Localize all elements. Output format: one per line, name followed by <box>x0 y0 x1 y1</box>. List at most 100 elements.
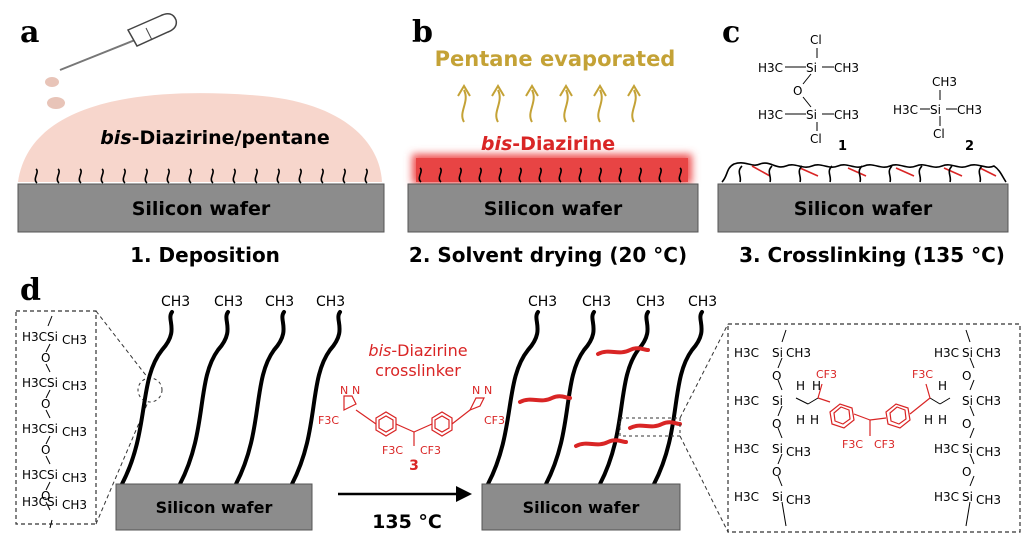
svg-text:H3C: H3C <box>893 103 918 117</box>
svg-text:H: H <box>938 413 947 427</box>
polymer-brush-left <box>120 310 342 486</box>
panel-a: a bis-Diazirine/pentane Silicon wafer 1.… <box>17 13 385 267</box>
svg-text:CH3: CH3 <box>688 294 717 310</box>
svg-text:F3C: F3C <box>842 438 863 451</box>
svg-text:O: O <box>962 417 971 431</box>
panel-c: c Cl H3C Si CH3 O H3C Si CH3 Cl 1 CH3 H3… <box>717 15 1009 267</box>
svg-text:CH3: CH3 <box>62 425 87 439</box>
svg-text:Si: Si <box>47 376 58 390</box>
svg-text:N: N <box>472 384 480 397</box>
vapor-arrows <box>457 84 641 123</box>
wafer-label: Silicon wafer <box>132 198 271 220</box>
svg-text:Si: Si <box>962 394 973 408</box>
step-label: 1. Deposition <box>130 243 280 267</box>
crosslinked-structure-red-atoms: CF3 F3C F3C CF3 <box>816 368 933 451</box>
svg-text:CH3: CH3 <box>62 471 87 485</box>
wafer-label: Silicon wafer <box>523 498 640 517</box>
svg-text:H3C: H3C <box>22 495 47 509</box>
svg-text:O: O <box>793 84 802 98</box>
svg-text:O: O <box>772 369 781 383</box>
svg-text:N: N <box>484 384 492 397</box>
panel-label-c: c <box>722 15 740 50</box>
svg-text:H3C: H3C <box>758 61 783 75</box>
silicon-wafer-right <box>481 483 681 531</box>
svg-text:CH3: CH3 <box>214 294 243 310</box>
svg-text:Si: Si <box>47 330 58 344</box>
crosslinker-3-structure <box>343 395 485 446</box>
svg-text:H3C: H3C <box>22 330 47 344</box>
svg-text:Cl: Cl <box>810 33 822 47</box>
reaction-condition: 135 °C <box>372 511 442 533</box>
svg-text:Si: Si <box>806 108 817 122</box>
svg-text:CH3: CH3 <box>161 294 190 310</box>
droplet <box>47 97 65 109</box>
svg-text:Si: Si <box>47 422 58 436</box>
chain-end-labels-left: CH3 CH3 CH3 CH3 <box>161 294 345 310</box>
panel-label-b: b <box>412 15 433 50</box>
svg-text:H3C: H3C <box>934 346 959 360</box>
panel-label-a: a <box>20 15 39 50</box>
svg-text:Si: Si <box>930 103 941 117</box>
svg-text:Cl: Cl <box>810 132 822 146</box>
compound-1-structure: Cl H3C Si CH3 O H3C Si CH3 Cl <box>758 33 859 146</box>
svg-text:H: H <box>796 379 805 393</box>
svg-text:O: O <box>41 397 50 411</box>
svg-text:H: H <box>812 379 821 393</box>
svg-text:Si: Si <box>962 442 973 456</box>
svg-text:CF3: CF3 <box>484 414 505 427</box>
layer-label: bis-Diazirine <box>481 133 615 155</box>
svg-text:CH3: CH3 <box>62 333 87 347</box>
compound-2-structure: CH3 H3C Si CH3 Cl <box>893 75 982 141</box>
step-label: 3. Crosslinking (135 °C) <box>739 243 1005 267</box>
svg-text:H3C: H3C <box>22 376 47 390</box>
compound-1-number: 1 <box>838 139 847 154</box>
svg-text:Si: Si <box>772 346 783 360</box>
solution-droplet <box>18 93 382 182</box>
svg-text:CH3: CH3 <box>528 294 557 310</box>
svg-text:CH3: CH3 <box>786 493 811 507</box>
svg-text:CF3: CF3 <box>874 438 895 451</box>
svg-text:H3C: H3C <box>734 394 759 408</box>
svg-text:O: O <box>41 351 50 365</box>
crosslinker-3-atoms: N N F3C N N CF3 F3C CF3 <box>318 384 505 457</box>
wafer-label: Silicon wafer <box>484 198 623 220</box>
svg-text:CH3: CH3 <box>265 294 294 310</box>
panel-b: b Pentane evaporated bis-Diazirine Silic… <box>407 15 699 267</box>
svg-text:CH3: CH3 <box>786 445 811 459</box>
zoom-line <box>95 401 149 525</box>
silicon-wafer <box>407 183 699 233</box>
svg-text:O: O <box>962 369 971 383</box>
svg-text:Si: Si <box>962 346 973 360</box>
svg-text:O: O <box>41 443 50 457</box>
svg-text:H3C: H3C <box>734 346 759 360</box>
svg-text:F3C: F3C <box>318 414 339 427</box>
inset-left <box>15 310 97 525</box>
svg-text:CH3: CH3 <box>582 294 611 310</box>
svg-text:CH3: CH3 <box>636 294 665 310</box>
svg-text:H3C: H3C <box>934 442 959 456</box>
svg-text:CH3: CH3 <box>834 61 859 75</box>
svg-text:CH3: CH3 <box>62 498 87 512</box>
panel-label-d: d <box>20 273 41 308</box>
zoom-line <box>95 310 149 379</box>
zoom-line <box>679 435 729 533</box>
solution-label: bis-Diazirine/pentane <box>100 127 330 149</box>
svg-text:F3C: F3C <box>382 444 403 457</box>
zoom-box <box>619 417 681 437</box>
svg-text:CH3: CH3 <box>834 108 859 122</box>
svg-text:CH3: CH3 <box>316 294 345 310</box>
svg-text:N: N <box>352 384 360 397</box>
diazirine-layer-core <box>416 158 688 182</box>
svg-text:CH3: CH3 <box>976 445 1001 459</box>
svg-text:H3C: H3C <box>22 468 47 482</box>
compound-2-number: 2 <box>965 139 974 154</box>
svg-text:H: H <box>796 413 805 427</box>
crosslinked-structure-red-bonds <box>817 383 931 436</box>
pdms-chain-structure <box>45 315 53 529</box>
droplet <box>45 77 59 87</box>
svg-text:H3C: H3C <box>734 442 759 456</box>
